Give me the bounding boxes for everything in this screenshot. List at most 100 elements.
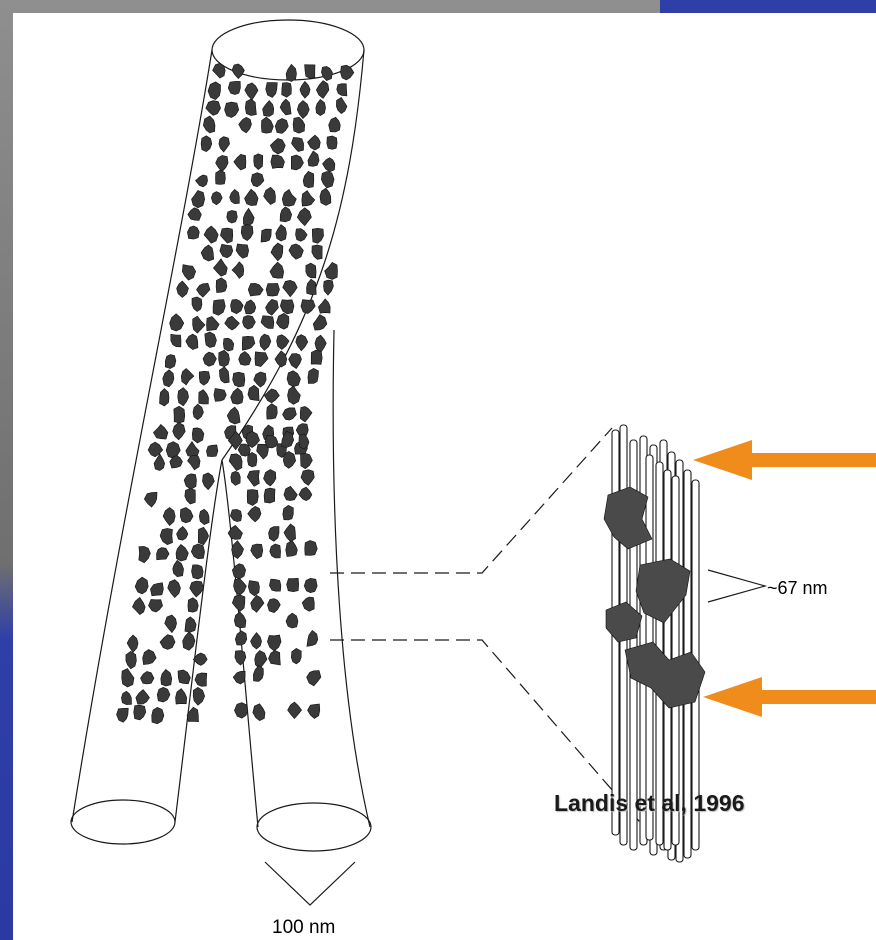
crystal <box>299 434 309 449</box>
crystal <box>178 388 189 406</box>
crystal <box>236 244 249 258</box>
crystal <box>160 528 173 544</box>
crystal <box>308 704 320 719</box>
crystal <box>302 191 315 207</box>
crystal <box>225 102 239 117</box>
crystal <box>306 263 316 278</box>
crystal <box>276 225 287 241</box>
crystal <box>265 436 278 448</box>
crystal <box>231 388 244 404</box>
crystal <box>251 633 262 649</box>
crystal <box>239 352 252 366</box>
crystal <box>192 428 204 443</box>
crystal <box>234 703 247 719</box>
crystal <box>234 154 246 170</box>
crystal <box>228 81 240 94</box>
mineral-crystals <box>117 63 354 724</box>
crystal <box>283 408 297 420</box>
crystal <box>183 632 195 650</box>
crystal <box>248 385 259 400</box>
crystal <box>213 63 226 78</box>
crystal <box>239 117 252 133</box>
crystal <box>126 651 136 669</box>
crystal <box>171 334 181 347</box>
crystal <box>311 350 322 364</box>
crystal <box>337 84 347 96</box>
crystal <box>266 283 279 296</box>
crystal <box>271 243 283 261</box>
crystal <box>270 139 285 155</box>
crystal <box>307 630 318 646</box>
crystal <box>248 283 263 296</box>
crystal <box>297 208 311 226</box>
crystal <box>303 171 314 187</box>
crystal <box>216 170 226 184</box>
period-bracket <box>708 570 765 602</box>
crystal <box>245 83 258 100</box>
crystal <box>324 280 334 295</box>
crystal <box>282 190 296 207</box>
crystal <box>135 577 148 594</box>
crystal <box>187 226 199 239</box>
crystal <box>261 117 273 133</box>
crystal <box>277 335 290 350</box>
crystal <box>299 487 312 501</box>
crystal <box>301 300 315 314</box>
crystal <box>139 546 151 562</box>
crystal <box>269 527 280 542</box>
crystal <box>235 651 246 666</box>
crystal <box>206 445 218 457</box>
crystal <box>201 136 212 152</box>
crystal <box>251 173 264 187</box>
crystal <box>248 506 261 522</box>
crystal <box>243 208 254 226</box>
crystal <box>188 208 202 221</box>
crystal <box>266 83 278 98</box>
crystal <box>312 228 323 243</box>
crystal <box>251 595 264 612</box>
crystal <box>198 527 208 545</box>
crystal <box>267 404 278 420</box>
citation-label: Landis et al, 1996 <box>554 790 744 817</box>
crystal <box>186 334 198 349</box>
crystal <box>227 407 240 424</box>
crystal <box>241 225 253 241</box>
crystal <box>254 154 263 170</box>
crystal <box>182 265 195 281</box>
crystal <box>245 99 256 116</box>
crystal <box>313 315 327 331</box>
crystal <box>136 690 150 705</box>
crystal <box>305 65 315 79</box>
crystal <box>192 297 202 312</box>
crystal <box>280 300 294 314</box>
crystal <box>264 187 276 204</box>
crystal <box>211 192 222 205</box>
crystal <box>216 156 229 172</box>
crystal <box>316 99 326 115</box>
crystal <box>165 615 177 633</box>
crystal <box>161 669 172 686</box>
crystal <box>325 262 338 279</box>
crystal <box>219 350 230 367</box>
crystal <box>260 334 271 350</box>
crystal <box>327 136 337 149</box>
crystal <box>289 244 304 259</box>
crystal <box>150 583 163 596</box>
crystal <box>193 404 204 420</box>
crystal <box>280 99 291 115</box>
crystal <box>301 453 313 468</box>
crystal <box>143 650 157 665</box>
crystal <box>230 189 240 203</box>
crystal <box>201 245 214 261</box>
crystal <box>153 424 168 439</box>
crystal <box>253 665 263 681</box>
crystal <box>312 245 322 260</box>
crystal <box>291 155 303 170</box>
crystal <box>245 189 259 205</box>
crystal <box>336 97 347 113</box>
crystal <box>173 560 184 576</box>
crystal <box>197 283 211 297</box>
crystal <box>177 526 188 540</box>
crystal <box>292 138 304 152</box>
